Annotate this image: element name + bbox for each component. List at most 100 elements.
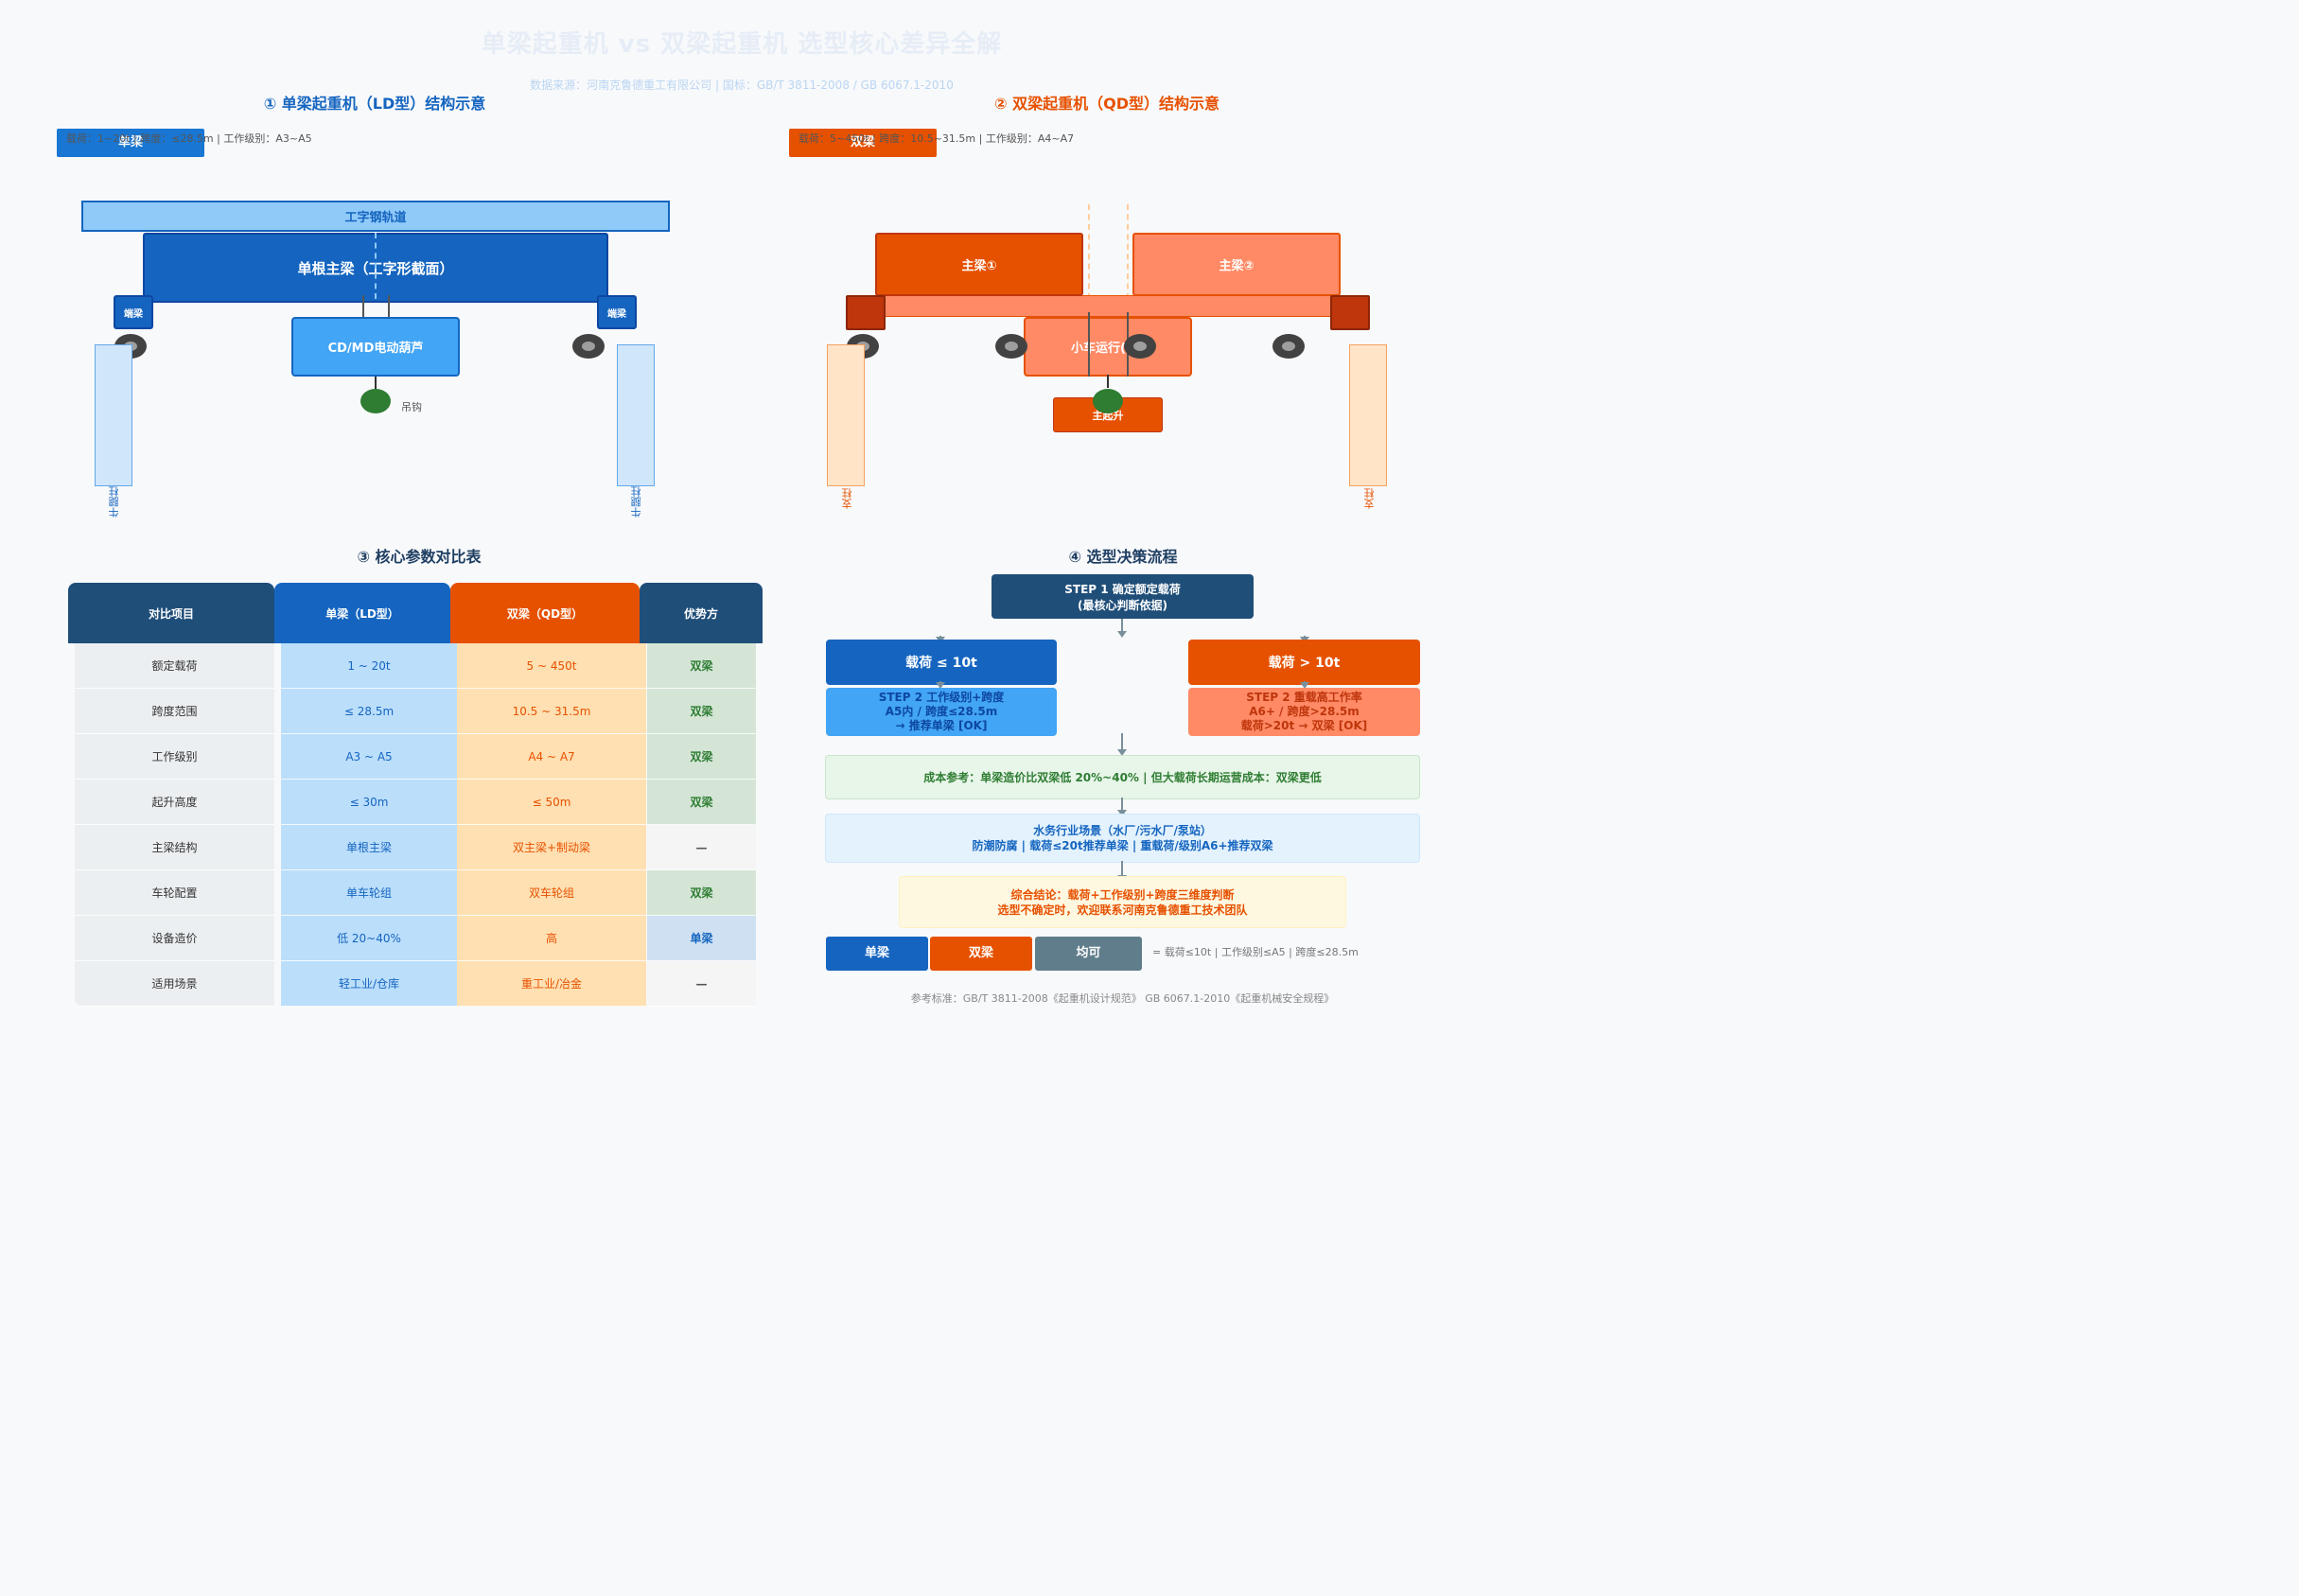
double-section-title: ② 双梁起重机（QD型）结构示意 xyxy=(993,95,1220,113)
table-cell-winner: — xyxy=(647,961,756,1007)
beam-center-line xyxy=(375,233,377,299)
single-leg-right-label: 牛腿柱 xyxy=(630,486,642,517)
table-cell-double: 双车轮组 xyxy=(457,870,646,916)
table-cell-item: 车轮配置 xyxy=(75,870,274,916)
table-cell-double: ≤ 50m xyxy=(457,780,646,825)
single-end-beam-right: 端梁 xyxy=(597,295,637,329)
table-cell-double: 重工业/冶金 xyxy=(457,961,646,1007)
table-cell-winner: 双梁 xyxy=(647,870,756,916)
flow-step2-heavy-line3: 载荷>20t → 双梁 [OK] xyxy=(1240,719,1368,732)
table-cell-item: 主梁结构 xyxy=(75,825,274,870)
double-leg-left xyxy=(827,344,865,486)
table-cell-item: 设备造价 xyxy=(75,916,274,961)
single-end-beam-left: 端梁 xyxy=(114,295,153,329)
table-cell-double: 5 ~ 450t xyxy=(457,643,646,689)
flow-conclusion-line1: 综合结论：载荷+工作级别+跨度三维度判断 xyxy=(1010,887,1235,902)
flow-branch-heavy: 载荷 > 10t xyxy=(1188,640,1420,685)
flow-step2-light: STEP 2 工作级别+跨度 A5内 / 跨度≤28.5m → 推荐单梁 [OK… xyxy=(826,688,1057,736)
hook-label: 吊钩 xyxy=(401,401,422,413)
flow-cost-note: 成本参考：单梁造价比双梁低 20%~40% | 但大载荷长期运营成本：双梁更低 xyxy=(825,755,1420,799)
beam-gap-line-right xyxy=(1127,204,1129,299)
double-spec: 载荷：5~450t | 跨度：10.5~31.5m | 工作级别：A4~A7 xyxy=(799,132,1075,145)
table-cell-winner: 双梁 xyxy=(647,643,756,689)
table-cell-winner: 双梁 xyxy=(647,780,756,825)
legend-single: 单梁 xyxy=(826,937,928,971)
single-section-title: ① 单梁起重机（LD型）结构示意 xyxy=(263,95,486,113)
end-carriage-bar xyxy=(882,295,1336,317)
double-wheel-3 xyxy=(1124,334,1156,359)
flow-arrow-right-step2 xyxy=(1300,681,1309,689)
main-beam-2: 主梁② xyxy=(1132,233,1341,296)
flow-conclusion: 综合结论：载荷+工作级别+跨度三维度判断 选型不确定时，欢迎联系河南克鲁德重工技… xyxy=(899,876,1346,928)
double-hook-cable xyxy=(1107,375,1109,388)
hook-icon xyxy=(360,389,391,413)
legend-equal: 均可 xyxy=(1035,937,1142,971)
double-leg-left-label: 支柱 xyxy=(841,488,853,509)
table-cell-item: 起升高度 xyxy=(75,780,274,825)
table-cell-double: A4 ~ A7 xyxy=(457,734,646,780)
page-title: 单梁起重机 vs 双梁起重机 选型核心差异全解 xyxy=(481,30,1003,59)
page-subtitle: 数据来源：河南克鲁德重工有限公司 | 国标：GB/T 3811-2008 / G… xyxy=(530,79,954,92)
single-wheel-right xyxy=(572,334,605,359)
double-wheel-4 xyxy=(1272,334,1305,359)
table-cell-single: 单根主梁 xyxy=(281,825,457,870)
i-beam-rail: 工字钢轨道 xyxy=(81,201,670,232)
flow-water-line2: 防潮防腐 | 载荷≤20t推荐单梁 | 重载荷/级别A6+推荐双梁 xyxy=(972,839,1273,852)
double-leg-right-label: 支柱 xyxy=(1363,488,1376,509)
table-cell-single: A3 ~ A5 xyxy=(281,734,457,780)
table-cell-single: 低 20~40% xyxy=(281,916,457,961)
single-leg-left-label: 牛腿柱 xyxy=(108,486,120,517)
flow-step2-light-line2: A5内 / 跨度≤28.5m xyxy=(885,705,998,718)
hook-cable xyxy=(375,377,377,390)
flow-water-line1: 水务行业场景（水厂/污水厂/泵站） xyxy=(1033,824,1212,837)
table-cell-item: 工作级别 xyxy=(75,734,274,780)
table-cell-winner: — xyxy=(647,825,756,870)
double-leg-right xyxy=(1349,344,1387,486)
flow-water-scene: 水务行业场景（水厂/污水厂/泵站） 防潮防腐 | 载荷≤20t推荐单梁 | 重载… xyxy=(825,814,1420,863)
flow-arrow-cost xyxy=(1117,733,1127,756)
flow-branch-light: 载荷 ≤ 10t xyxy=(826,640,1057,685)
flow-arrow-1 xyxy=(1117,619,1127,638)
hoist-rope-right xyxy=(388,295,390,320)
legend-note: = 载荷≤10t | 工作级别≤A5 | 跨度≤28.5m xyxy=(1152,946,1359,958)
single-spec: 载荷：1~20t | 跨度：≤28.5m | 工作级别：A3~A5 xyxy=(66,132,312,145)
double-end-block-left xyxy=(846,295,886,330)
flow-arrow-left-step2 xyxy=(936,681,945,689)
table-cell-single: ≤ 30m xyxy=(281,780,457,825)
flow-step2-heavy: STEP 2 重载高工作率 A6+ / 跨度>28.5m 载荷>20t → 双梁… xyxy=(1188,688,1420,736)
double-hook-icon xyxy=(1093,389,1123,413)
beam-gap-line-left xyxy=(1088,204,1090,299)
flow-step1-line2: (最核心判断依据) xyxy=(1078,598,1167,612)
table-cell-item: 跨度范围 xyxy=(75,689,274,734)
main-beam-1: 主梁① xyxy=(875,233,1083,296)
table-cell-single: 1 ~ 20t xyxy=(281,643,457,689)
flow-arrow-right-in xyxy=(1300,636,1309,643)
table-cell-single: 轻工业/仓库 xyxy=(281,961,457,1007)
table-cell-double: 10.5 ~ 31.5m xyxy=(457,689,646,734)
trolley-rope-left xyxy=(1088,312,1090,377)
double-end-block-right xyxy=(1330,295,1370,330)
double-tag: 双梁 xyxy=(789,129,937,157)
flow-step2-light-line3: → 推荐单梁 [OK] xyxy=(895,719,988,732)
single-tag: 单梁 xyxy=(57,129,204,157)
flow-step2-heavy-line1: STEP 2 重载高工作率 xyxy=(1246,691,1362,704)
table-header-winner: 优势方 xyxy=(640,583,763,643)
flow-step1-line1: STEP 1 确定额定载荷 xyxy=(1064,582,1181,596)
table-header-double: 双梁（QD型） xyxy=(450,583,640,643)
flow-step1: STEP 1 确定额定载荷 (最核心判断依据) xyxy=(992,574,1254,619)
table-header-single: 单梁（LD型） xyxy=(274,583,450,643)
hoist-rope-left xyxy=(362,295,364,320)
flow-arrow-conclusion xyxy=(1117,861,1127,882)
table-header-item: 对比项目 xyxy=(68,583,274,643)
table-cell-item: 适用场景 xyxy=(75,961,274,1007)
double-wheel-2 xyxy=(995,334,1027,359)
single-leg-left xyxy=(95,344,132,486)
table-cell-winner: 双梁 xyxy=(647,689,756,734)
table-cell-winner: 双梁 xyxy=(647,734,756,780)
flow-arrow-water xyxy=(1117,798,1127,816)
table-cell-single: 单车轮组 xyxy=(281,870,457,916)
flow-section-title: ④ 选型决策流程 xyxy=(1068,548,1178,566)
flow-arrow-left-in xyxy=(936,636,945,643)
table-cell-double: 双主梁+制动梁 xyxy=(457,825,646,870)
